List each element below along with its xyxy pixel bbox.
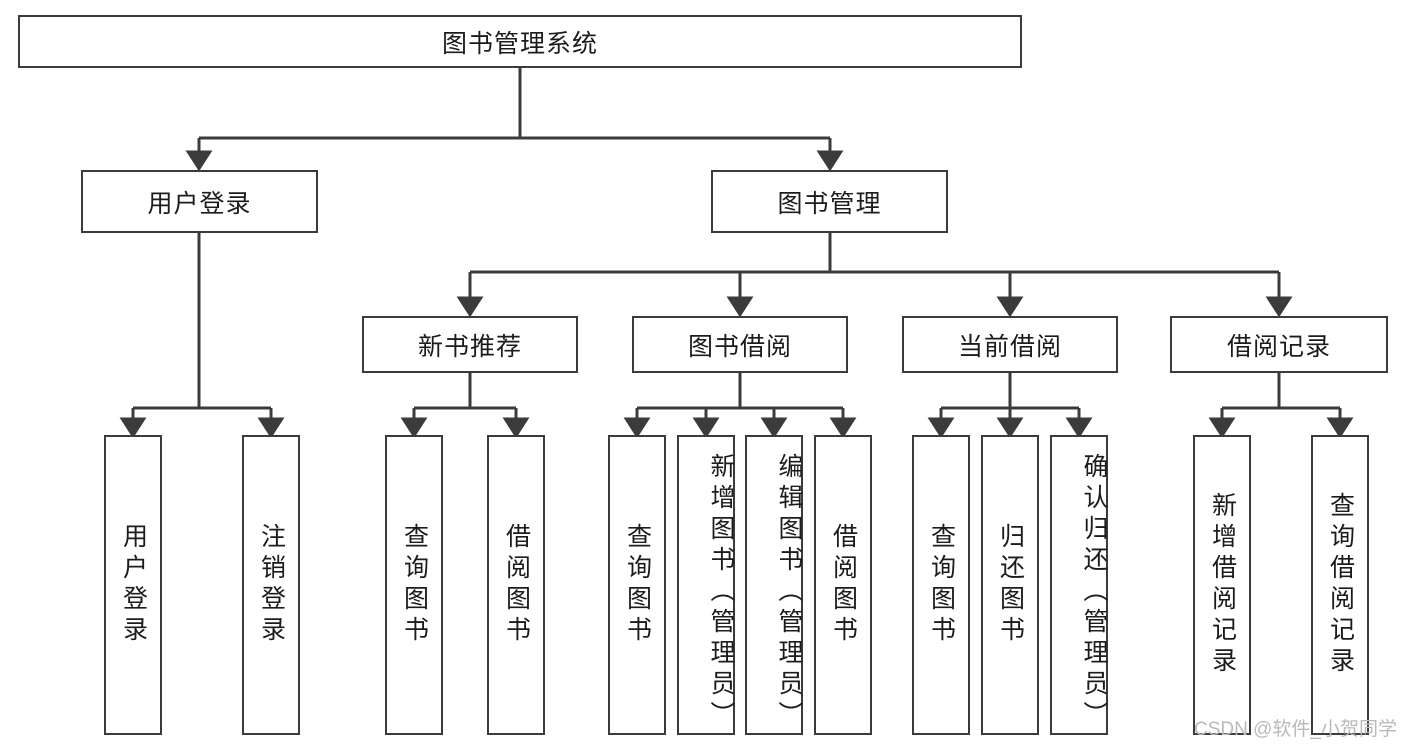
leaf-query-borrow-record[interactable]: 查询借阅记录 xyxy=(1311,435,1369,735)
leaf-borrow-books[interactable]: 借阅图书 xyxy=(814,435,872,735)
node-book-management[interactable]: 图书管理 xyxy=(711,170,948,233)
leaf-logout[interactable]: 注销登录 xyxy=(242,435,300,735)
leaf-return-books[interactable]: 归还图书 xyxy=(981,435,1039,735)
node-root-book-management-system[interactable]: 图书管理系统 xyxy=(18,15,1022,68)
leaf-query-books-current[interactable]: 查询图书 xyxy=(912,435,970,735)
node-book-borrowing[interactable]: 图书借阅 xyxy=(632,316,848,373)
leaf-edit-book-admin[interactable]: 编辑图书（管理员） xyxy=(745,435,803,735)
node-current-borrowing[interactable]: 当前借阅 xyxy=(902,316,1118,373)
leaf-add-borrow-record[interactable]: 新增借阅记录 xyxy=(1193,435,1251,735)
node-borrowing-records[interactable]: 借阅记录 xyxy=(1170,316,1388,373)
leaf-query-books-borrow[interactable]: 查询图书 xyxy=(608,435,666,735)
node-user-login[interactable]: 用户登录 xyxy=(81,170,318,233)
leaf-borrow-books-recommend[interactable]: 借阅图书 xyxy=(487,435,545,735)
watermark-text: CSDN @软件_小贺同学 xyxy=(1194,719,1397,740)
leaf-confirm-return-admin[interactable]: 确认归还（管理员） xyxy=(1050,435,1108,735)
leaf-user-login[interactable]: 用户登录 xyxy=(104,435,162,735)
leaf-add-book-admin[interactable]: 新增图书（管理员） xyxy=(677,435,735,735)
leaf-query-books-recommend[interactable]: 查询图书 xyxy=(385,435,443,735)
node-new-book-recommendation[interactable]: 新书推荐 xyxy=(362,316,578,373)
